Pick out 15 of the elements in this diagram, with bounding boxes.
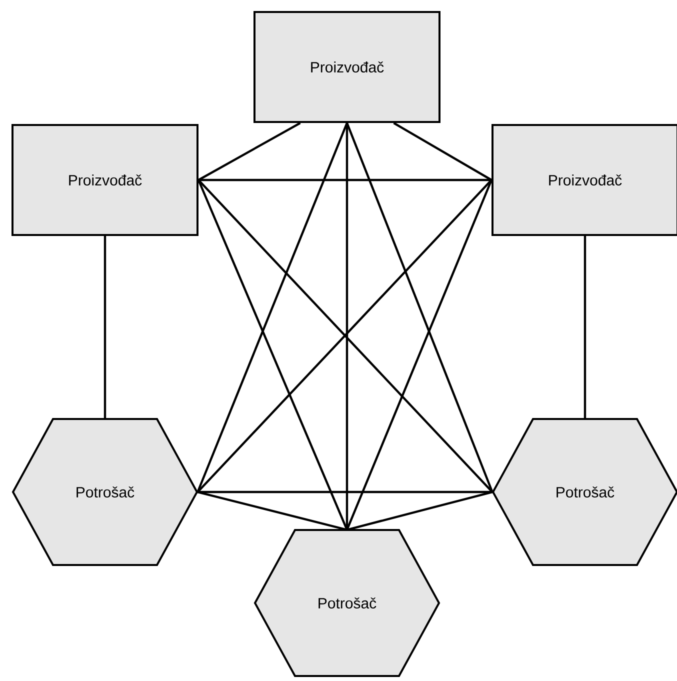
connector-line [584, 236, 586, 419]
process-box: Proizvođač [492, 124, 677, 236]
connector-line [196, 122, 348, 492]
connector-line [346, 180, 493, 530]
connector-line [198, 178, 492, 182]
process-box: Proizvođač [254, 11, 440, 123]
connector-line [104, 236, 106, 419]
process-box: Proizvođač [12, 124, 198, 236]
connector-line [393, 122, 492, 181]
connector-line [197, 490, 348, 531]
connector-line [346, 490, 493, 531]
connector-line [346, 122, 494, 492]
connector-line [198, 490, 492, 494]
connector-line [198, 122, 301, 181]
connector-line [197, 180, 348, 530]
